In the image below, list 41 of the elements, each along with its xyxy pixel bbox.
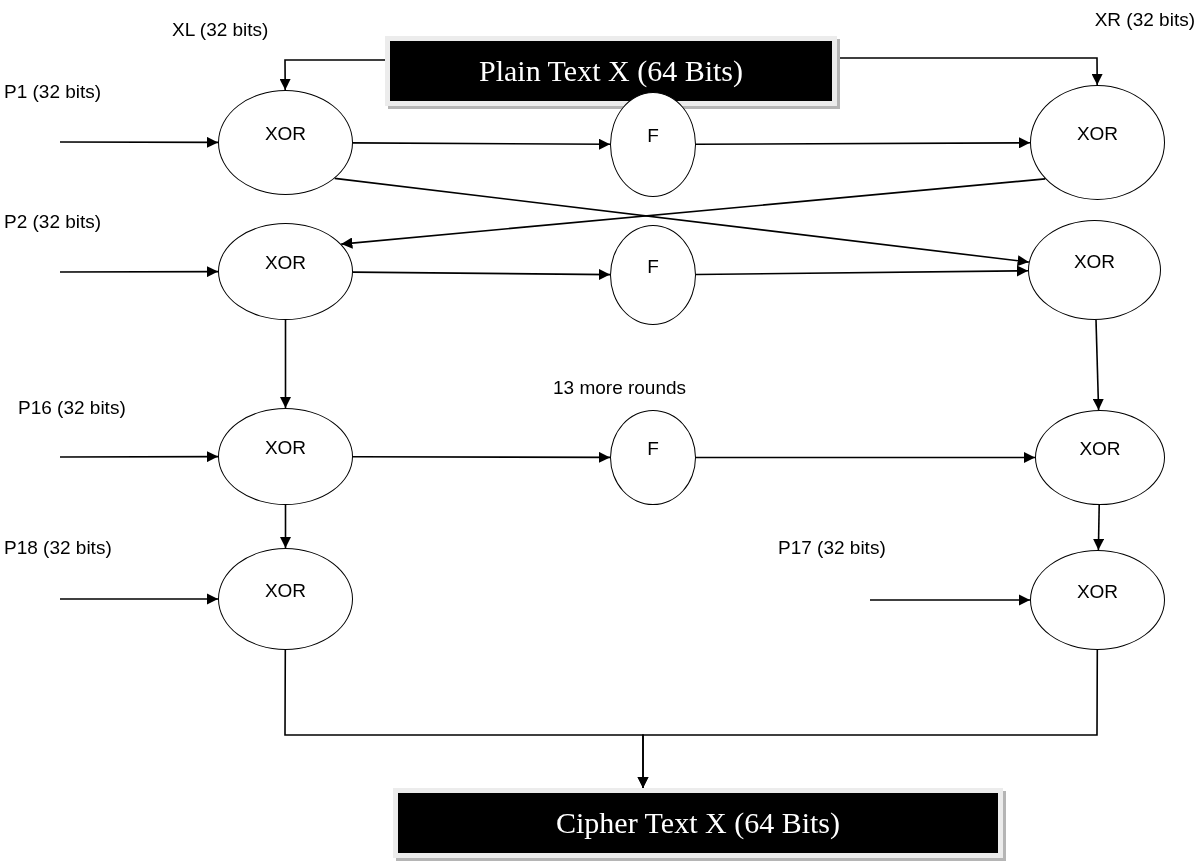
arrow: [869, 594, 1031, 606]
arrow: [279, 59, 386, 91]
signal-label: XR (32 bits): [1094, 8, 1195, 32]
operation-label: F: [647, 124, 659, 149]
arrow: [695, 137, 1031, 149]
signal-label: P18 (32 bits): [4, 536, 112, 560]
operation-label: XOR: [264, 436, 307, 461]
operation-label: XOR: [264, 122, 307, 147]
signal-label: P17 (32 bits): [778, 536, 886, 560]
operation-label: XOR: [1076, 579, 1119, 604]
operation-label: XOR: [264, 251, 307, 276]
signal-label: P1 (32 bits): [4, 80, 102, 104]
arrow: [695, 265, 1029, 277]
arrow: [333, 177, 1030, 267]
operation-label: F: [647, 254, 659, 279]
box-title: Cipher Text X (64 Bits): [556, 808, 840, 838]
signal-label: 13 more rounds: [553, 376, 687, 400]
signal-label: XL (32 bits): [172, 18, 269, 42]
arrow: [695, 451, 1036, 464]
arrow: [59, 266, 219, 278]
arrow: [1093, 504, 1105, 551]
signal-label: P16 (32 bits): [18, 396, 126, 420]
operation-label: XOR: [1076, 122, 1119, 147]
operation-label: F: [647, 437, 659, 462]
text-block-box: [393, 788, 1003, 858]
arrow: [1092, 319, 1104, 411]
operation-label: XOR: [264, 578, 307, 603]
box-title: Plain Text X (64 Bits): [479, 56, 743, 86]
arrow: [59, 593, 219, 605]
operation-label: XOR: [1079, 437, 1121, 462]
arrow: [279, 504, 292, 549]
arrow: [279, 319, 292, 409]
signal-label: P2 (32 bits): [4, 210, 102, 234]
arrow: [637, 649, 1099, 789]
operation-label: XOR: [1073, 249, 1116, 274]
arrow: [352, 268, 611, 281]
arrow: [59, 451, 219, 463]
arrow: [352, 138, 611, 150]
arrow: [352, 451, 611, 463]
text-block-box: [385, 36, 837, 106]
arrow: [59, 136, 219, 148]
